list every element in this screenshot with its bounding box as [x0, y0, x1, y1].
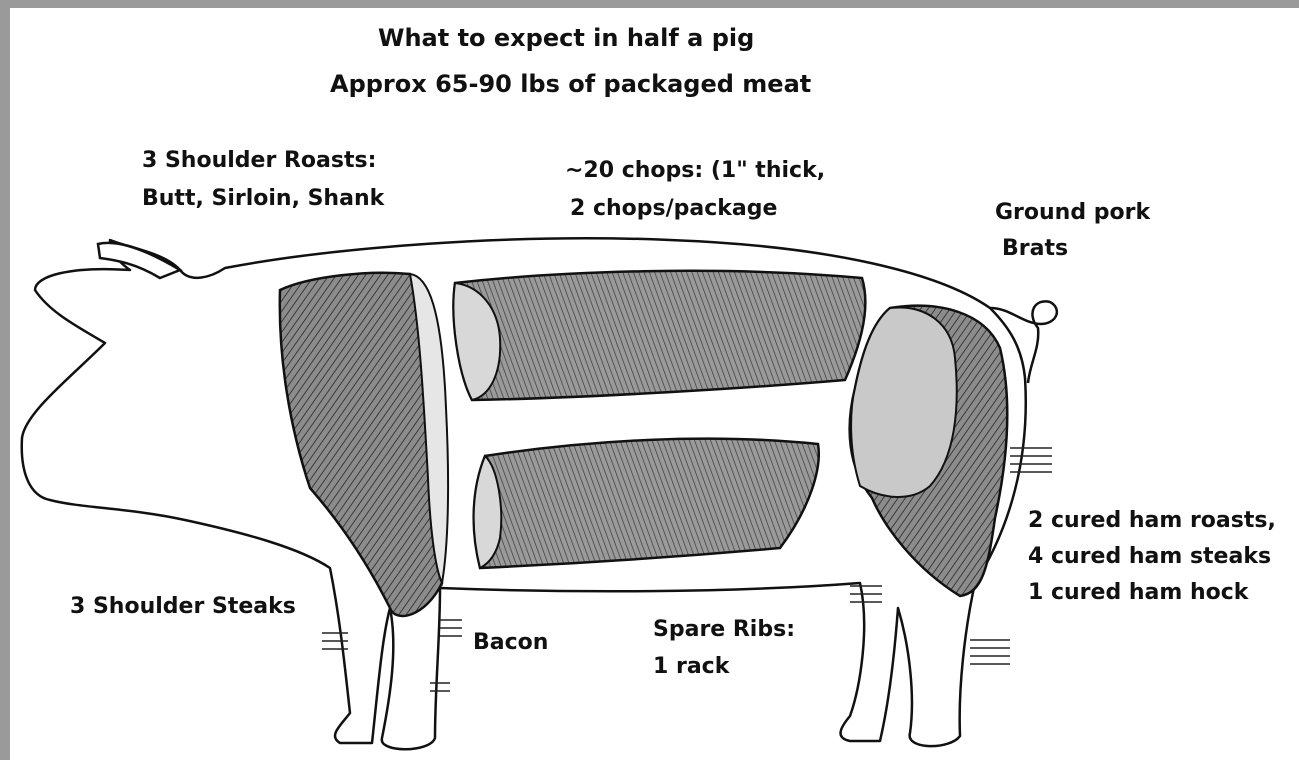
bacon-label: Bacon [473, 624, 548, 661]
chops-detail: 2 chops/package [570, 190, 777, 227]
ham-hock-label: 1 cured ham hock [1028, 574, 1248, 611]
ham-steaks-label: 4 cured ham steaks [1028, 538, 1271, 575]
spare-ribs-detail: 1 rack [653, 648, 729, 685]
belly-cut [474, 439, 819, 568]
shoulder-roasts-detail: Butt, Sirloin, Shank [142, 180, 384, 217]
shoulder-roasts-label: 3 Shoulder Roasts: [142, 142, 376, 179]
brats-label: Brats [1002, 230, 1068, 267]
ham-roasts-label: 2 cured ham roasts, [1028, 502, 1276, 539]
chops-label: ~20 chops: (1" thick, [565, 152, 825, 189]
diagram-frame: What to expect in half a pig Approx 65-9… [10, 8, 1299, 760]
page-title: What to expect in half a pig [378, 20, 754, 57]
page-subtitle: Approx 65-90 lbs of packaged meat [330, 66, 811, 103]
loin-cut [454, 271, 866, 400]
spare-ribs-label: Spare Ribs: [653, 611, 795, 648]
ground-pork-label: Ground pork [995, 194, 1150, 231]
shoulder-steaks-label: 3 Shoulder Steaks [70, 588, 296, 625]
